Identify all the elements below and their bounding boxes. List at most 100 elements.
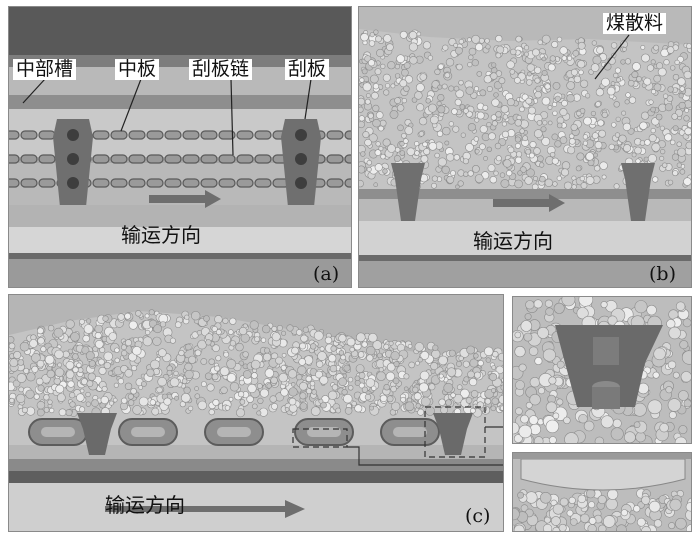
coal-particle	[472, 164, 480, 173]
coal-particle	[515, 151, 523, 158]
coal-particle	[300, 334, 308, 343]
coal-particle	[539, 162, 545, 168]
coal-particle	[622, 47, 627, 52]
coal-particle	[620, 509, 628, 517]
coal-particle	[83, 324, 94, 334]
coal-particle	[513, 524, 525, 531]
coal-particle	[567, 55, 573, 61]
coal-particle	[513, 421, 520, 435]
coal-particle	[666, 46, 675, 54]
coal-particle	[372, 118, 381, 128]
coal-particle	[114, 357, 120, 364]
coal-particle	[496, 45, 505, 54]
coal-particle	[262, 324, 271, 334]
coal-particle	[458, 79, 464, 86]
coal-particle	[551, 516, 561, 526]
coal-particle	[528, 346, 539, 356]
coal-particle	[19, 341, 30, 352]
chain-link	[236, 178, 254, 188]
coal-particle	[140, 381, 147, 387]
chain-link	[38, 130, 56, 140]
coal-particle	[163, 397, 172, 406]
coal-particle	[513, 434, 523, 443]
coal-particle	[479, 125, 488, 134]
coal-particle	[534, 77, 541, 84]
coal-particle	[450, 392, 456, 398]
coal-particle	[635, 158, 641, 164]
coal-particle	[407, 343, 413, 349]
coal-particle	[483, 75, 492, 84]
coal-particle	[667, 86, 674, 93]
coal-particle	[376, 352, 383, 359]
coal-particle	[460, 132, 466, 138]
coal-particle	[390, 385, 397, 393]
coal-particle	[359, 179, 364, 188]
coal-particle	[17, 359, 25, 366]
coal-particle	[379, 119, 387, 127]
coal-particle	[360, 151, 366, 157]
coal-particle	[597, 119, 605, 127]
coal-particle	[434, 68, 441, 76]
chain-link	[9, 154, 20, 164]
chain-link	[128, 178, 146, 188]
coal-particle	[150, 359, 160, 370]
coal-particle	[404, 126, 414, 135]
coal-particle	[375, 111, 384, 119]
coal-particle	[196, 330, 202, 336]
coal-particle	[561, 297, 576, 307]
coal-particle	[554, 95, 561, 102]
coal-particle	[309, 380, 316, 387]
coal-particle	[9, 336, 15, 344]
coal-particle	[600, 415, 614, 429]
direction-label-c: 输运方向	[105, 493, 185, 517]
coal-particle	[467, 123, 476, 132]
coal-particle	[372, 83, 380, 90]
coal-particle	[95, 339, 104, 349]
coal-particle	[296, 329, 303, 336]
coal-particle	[500, 105, 509, 114]
coal-particle	[686, 524, 691, 531]
coal-particle	[672, 125, 679, 132]
coal-particle	[669, 498, 682, 511]
coal-particle	[526, 71, 532, 77]
coal-particle	[264, 347, 271, 354]
panel-a-drawing	[9, 7, 351, 287]
coal-particle	[235, 342, 244, 352]
coal-particle	[419, 370, 430, 381]
coal-particle	[184, 369, 194, 380]
coal-particle	[492, 350, 499, 358]
coal-particle	[678, 101, 686, 110]
coal-particle	[552, 526, 561, 531]
coal-particle	[125, 339, 133, 347]
coal-particle	[437, 157, 447, 167]
coal-particle	[432, 344, 439, 351]
coal-particle	[493, 170, 499, 176]
coal-particle	[427, 55, 434, 61]
coal-particle	[188, 355, 197, 364]
coal-particle	[188, 405, 194, 411]
coal-particle	[499, 172, 506, 178]
coal-particle	[113, 382, 119, 388]
coal-particle	[383, 383, 390, 391]
coal-particle	[607, 488, 619, 500]
coal-particle	[541, 96, 551, 106]
coal-particle	[76, 362, 82, 368]
coal-particle	[454, 98, 462, 106]
coal-particle	[317, 351, 327, 361]
coal-particle	[659, 155, 665, 161]
coal-particle	[453, 393, 464, 404]
scraper-flight-right	[281, 119, 321, 217]
coal-particle	[288, 397, 297, 406]
scraper-flight-b-right	[621, 163, 655, 221]
coal-particle	[524, 51, 530, 57]
coal-particle	[541, 69, 548, 76]
coal-particle	[683, 177, 691, 186]
coal-particle	[570, 68, 578, 76]
coal-particle	[349, 346, 355, 353]
coal-particle	[54, 367, 65, 378]
coal-particle	[594, 141, 603, 149]
coal-particle	[359, 120, 365, 129]
coal-particle	[556, 360, 565, 369]
coal-particle	[484, 398, 492, 405]
coal-particle	[476, 111, 485, 120]
